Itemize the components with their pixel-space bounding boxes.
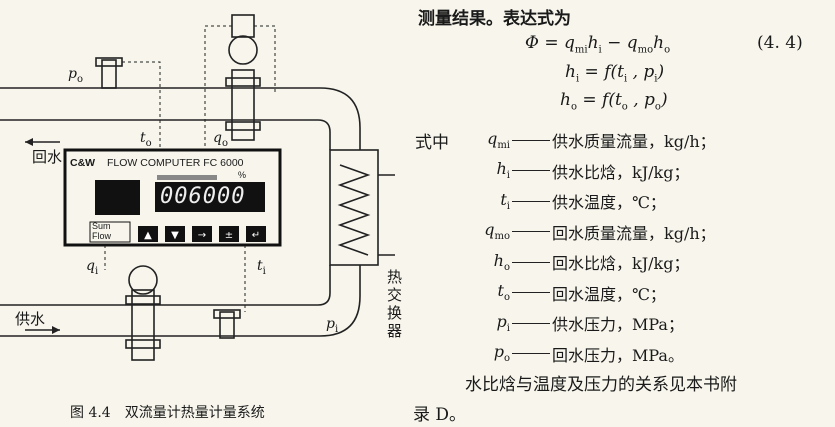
definition-row: qmo 回水质量流量，kg/h；	[410, 220, 716, 244]
svg-text:▼: ▼	[171, 230, 179, 241]
label-qi: qi	[86, 258, 99, 277]
dash	[512, 322, 550, 324]
heat-exchanger	[329, 149, 379, 266]
svg-text:▲: ▲	[144, 230, 152, 241]
svg-text:↵: ↵	[252, 230, 260, 241]
fc-reading: 006000	[160, 184, 246, 209]
definition-symbol: pi	[496, 311, 510, 335]
figure-caption: 图 4.4 双流量计热量计量系统	[70, 405, 265, 421]
tail-text-2: 录 D。	[413, 405, 467, 425]
label-to: to	[140, 130, 152, 149]
equation-3: ho = f(to , po)	[560, 90, 668, 113]
label-ti: ti	[257, 258, 266, 277]
where-label: 式中	[415, 133, 449, 153]
definition-symbol: po	[493, 342, 510, 365]
definition-text: 供水压力，MPa；	[552, 315, 684, 334]
dash	[512, 139, 550, 141]
definition-text: 回水质量流量，kg/h；	[552, 223, 716, 243]
equation-number: (4. 4)	[757, 33, 803, 53]
return-water-label: 回水	[32, 148, 63, 166]
definition-row: to 回水温度，℃；	[410, 281, 666, 305]
heat-metering-diagram: ▲ ▼ → ± ↵	[0, 14, 395, 361]
equation-2: hi = f(ti , pi)	[565, 62, 665, 85]
fc-percent: %	[238, 170, 247, 180]
definition-symbol: ho	[493, 250, 510, 274]
definition-text: 供水质量流量，kg/h；	[552, 132, 716, 151]
dash	[512, 353, 550, 354]
definition-row: qmi 供水质量流量，kg/h；	[410, 128, 716, 152]
definition-row: ho 回水比焓，kJ/kg；	[410, 250, 690, 274]
dash	[512, 170, 550, 171]
dash	[512, 292, 550, 293]
definition-symbol: ti	[500, 189, 510, 213]
definition-symbol: qmi	[487, 128, 510, 152]
fc-brand: C&W	[70, 157, 96, 169]
label-po: po	[68, 66, 83, 85]
return-flowmeter	[231, 69, 255, 141]
dash	[512, 261, 550, 263]
definition-text: 回水温度，℃；	[552, 284, 666, 304]
fc-title: FLOW COMPUTER FC 6000	[107, 157, 244, 169]
definition-row: ti 供水温度，℃；	[410, 189, 666, 213]
definition-text: 回水压力，MPa。	[552, 345, 684, 365]
definition-text: 供水温度，℃；	[552, 193, 666, 212]
return-sensor	[101, 59, 117, 89]
tail-text-1: 水比焓与温度及压力的关系见本书附	[465, 375, 737, 395]
label-pi: pi	[326, 316, 339, 335]
dash	[512, 200, 550, 202]
equation-1: Φ = qmihi − qmoho	[525, 33, 671, 56]
label-qo: qo	[213, 130, 228, 149]
definition-row: po 回水压力，MPa。	[410, 342, 684, 366]
supply-water-label: 供水	[15, 310, 46, 328]
definition-text: 供水比焓，kJ/kg；	[552, 162, 690, 182]
definition-symbol: to	[497, 281, 510, 304]
dash	[512, 231, 550, 232]
svg-text:→: →	[198, 230, 206, 241]
return-pipe	[0, 87, 361, 150]
definition-row: pi 供水压力，MPa；	[410, 311, 684, 335]
supply-sensor	[219, 311, 235, 339]
definition-text: 回水比焓，kJ/kg；	[552, 254, 690, 273]
definition-row: hi 供水比焓，kJ/kg；	[410, 159, 689, 183]
definition-symbol: qmo	[484, 220, 510, 243]
svg-text:±: ±	[225, 230, 233, 241]
supply-flowmeter	[131, 289, 155, 361]
fc-sum-button[interactable]: Sum	[92, 221, 111, 231]
supply-pipe	[0, 265, 331, 306]
definition-symbol: hi	[496, 159, 510, 182]
fc-flow-button[interactable]: Flow	[92, 231, 112, 241]
heat-exchanger-label: 热交换器	[387, 268, 403, 340]
intro-text: 测量结果。表达式为	[418, 9, 571, 29]
